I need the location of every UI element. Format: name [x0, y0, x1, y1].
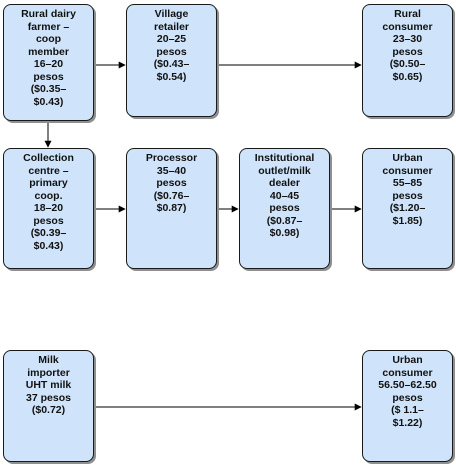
node-text-line: pesos	[33, 214, 64, 227]
node-text-line: pesos	[392, 45, 423, 58]
node-price-pesos: 20–25	[156, 33, 187, 45]
node-price-usd: $0.43)	[33, 95, 64, 108]
node-text-line: retailer	[153, 20, 190, 33]
node-price-usd: $0.98)	[269, 227, 300, 239]
node-text-line: farmer –	[27, 20, 70, 33]
node-text-line: pesos	[156, 177, 187, 189]
node-price-pesos: 37 pesos	[26, 391, 71, 404]
node-price-pesos: 23–30	[392, 33, 423, 45]
node-price-pesos: 16–20	[33, 58, 64, 70]
node-price-usd: ($0.43–	[153, 58, 190, 70]
node-urban-consumer-domestic: Urban consumer 55–85 pesos ($1.20– $1.85…	[362, 148, 453, 269]
node-price-usd: $0.65)	[392, 70, 423, 83]
node-price-usd: $1.85)	[392, 214, 423, 227]
node-text-line: pesos	[269, 202, 300, 214]
node-urban-consumer-imported: Urban consumer 56.50–62.50 pesos ($ 1.1–…	[362, 350, 453, 462]
node-text-line: Urban	[392, 152, 423, 164]
node-text-line: Milk	[38, 354, 59, 366]
node-price-pesos: 56.50–62.50	[378, 379, 437, 391]
node-text-line: pesos	[156, 45, 187, 58]
node-text-line: Rural dairy	[21, 8, 76, 20]
node-text-line: Urban	[392, 354, 423, 366]
node-village-retailer: Village retailer 20–25 pesos ($0.43– $0.…	[126, 4, 217, 117]
node-price-usd: ($0.76–	[153, 189, 190, 202]
node-price-usd: $0.43)	[33, 239, 64, 252]
node-text-line: Institutional	[254, 152, 315, 164]
node-text-line: Rural	[394, 8, 421, 20]
node-text-line: member	[28, 45, 69, 58]
node-text-line: Processor	[145, 152, 198, 164]
node-rural-consumer: Rural consumer 23–30 pesos ($0.50– $0.65…	[362, 4, 453, 117]
node-price-usd: $0.87)	[156, 202, 187, 214]
node-text-line: coop.	[34, 189, 63, 202]
node-text-line: importer	[27, 366, 70, 379]
node-text-line: consumer	[382, 366, 433, 379]
node-text-line: pesos	[392, 391, 423, 404]
node-text-line: UHT milk	[25, 379, 72, 391]
node-price-usd: $1.22)	[392, 416, 423, 429]
node-text-line: Village	[154, 8, 189, 20]
node-text-line: centre –	[28, 164, 69, 177]
node-institutional-outlet: Institutional outlet/milk dealer 40–45 p…	[239, 148, 330, 269]
node-price-pesos: 55–85	[392, 177, 423, 189]
node-price-usd: $0.54)	[156, 70, 187, 83]
node-milk-importer: Milk importer UHT milk 37 pesos ($0.72)	[3, 350, 94, 462]
node-text-line: pesos	[392, 189, 423, 202]
node-text-line: consumer	[382, 20, 433, 33]
node-price-usd: ($ 1.1–	[391, 404, 424, 416]
node-text-line: primary	[29, 177, 68, 189]
node-price-usd: ($1.20–	[389, 202, 426, 214]
node-price-usd: ($0.50–	[389, 58, 426, 70]
node-text-line: pesos	[33, 70, 64, 83]
node-price-pesos: 35–40	[156, 164, 187, 177]
node-text-line: Collection	[23, 152, 74, 164]
node-processor: Processor 35–40 pesos ($0.76– $0.87)	[126, 148, 217, 269]
node-text-line: outlet/milk	[258, 164, 311, 177]
node-price-usd: ($0.72)	[31, 404, 66, 416]
node-price-usd: ($0.39–	[30, 227, 67, 239]
node-text-line: dealer	[269, 177, 300, 189]
node-text-line: coop	[35, 33, 62, 45]
node-collection-centre: Collection centre – primary coop. 18–20 …	[3, 148, 94, 269]
node-price-usd: ($0.35–	[30, 83, 67, 95]
node-text-line: consumer	[382, 164, 433, 177]
node-price-pesos: 18–20	[33, 202, 64, 214]
node-rural-dairy-farmer: Rural dairy farmer – coop member 16–20 p…	[3, 4, 94, 121]
node-price-pesos: 40–45	[269, 189, 300, 202]
node-price-usd: ($0.87–	[266, 214, 303, 227]
